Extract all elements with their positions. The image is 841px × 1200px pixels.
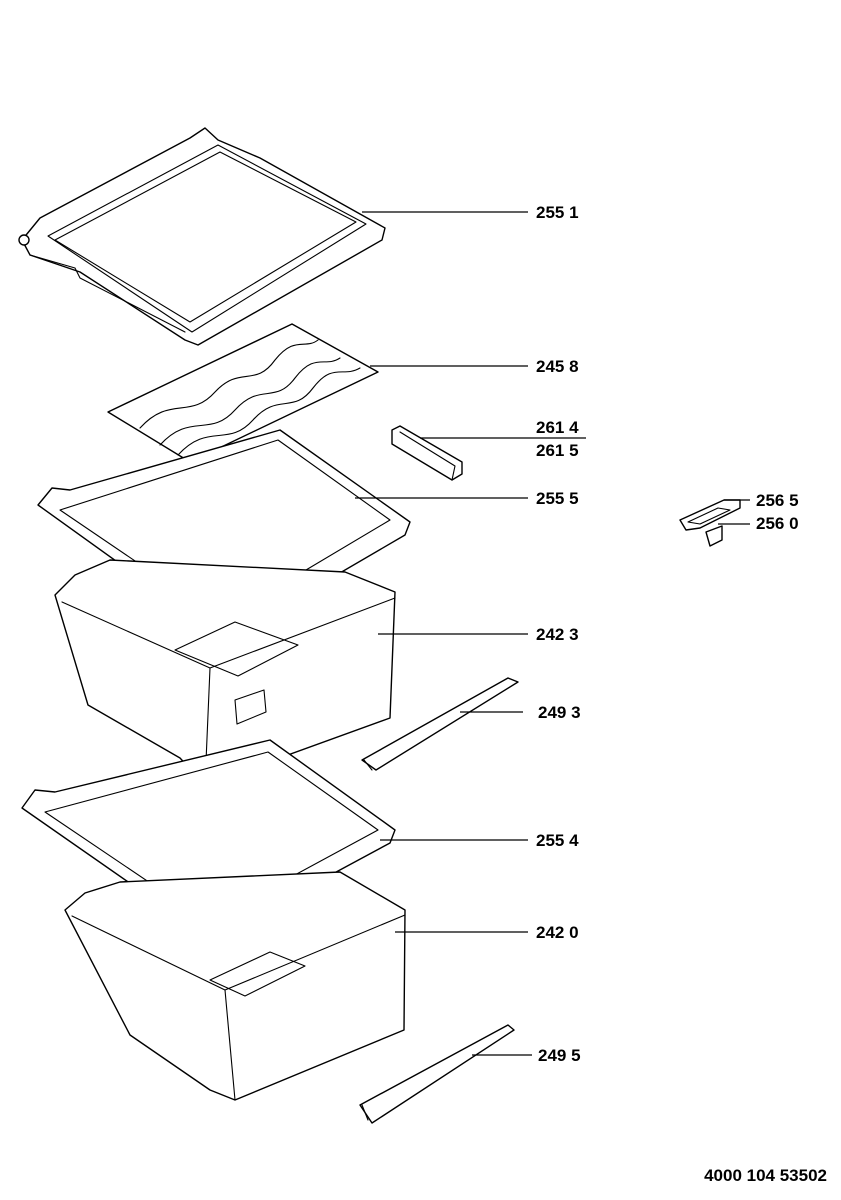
callout-242-3: 242 3 bbox=[536, 625, 579, 644]
callout-249-5: 249 5 bbox=[538, 1046, 581, 1065]
callout-245-8: 245 8 bbox=[536, 357, 579, 376]
callout-242-0: 242 0 bbox=[536, 923, 579, 942]
leader-lines bbox=[355, 211, 750, 1056]
callout-261-4: 261 4 bbox=[536, 418, 579, 437]
hinge-parts-256 bbox=[679, 499, 741, 547]
callout-labels: 255 1 245 8 261 4 261 5 255 5 256 5 256 … bbox=[536, 203, 799, 1065]
callout-255-5: 255 5 bbox=[536, 489, 579, 508]
callout-256-5: 256 5 bbox=[756, 491, 799, 510]
callout-255-1: 255 1 bbox=[536, 203, 579, 222]
callout-261-5: 261 5 bbox=[536, 441, 579, 460]
rail-249-5 bbox=[359, 1024, 515, 1124]
glass-shelf-255-1 bbox=[18, 127, 386, 346]
document-number: 4000 104 53502 bbox=[704, 1166, 827, 1185]
crisper-drawer-242-0 bbox=[64, 871, 406, 1101]
callout-255-4: 255 4 bbox=[536, 831, 579, 850]
bottle-rack-245-8 bbox=[107, 323, 379, 463]
rail-249-3 bbox=[361, 677, 519, 771]
callout-256-0: 256 0 bbox=[756, 514, 799, 533]
bracket-261 bbox=[391, 425, 463, 481]
callout-249-3: 249 3 bbox=[538, 703, 581, 722]
